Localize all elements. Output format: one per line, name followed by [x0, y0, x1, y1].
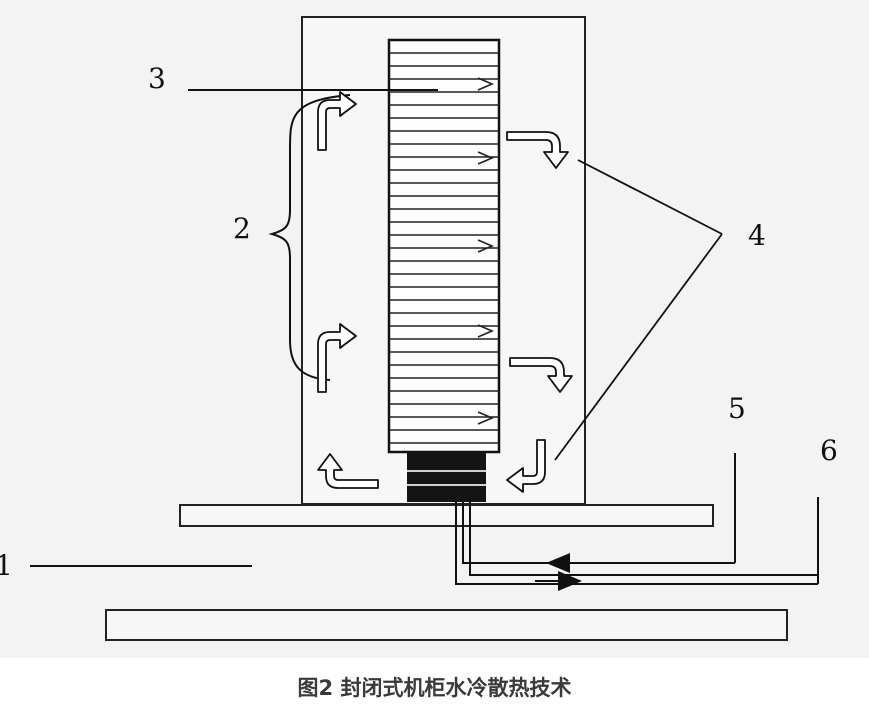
label-5: 5: [728, 392, 746, 425]
hollow-arrow-icon: [317, 453, 379, 489]
label-3: 3: [148, 62, 166, 95]
floor-plate: [105, 609, 788, 641]
figure-panel: 1 2 3 4 5 6: [0, 0, 869, 658]
label-4: 4: [748, 219, 766, 252]
label-2: 2: [233, 212, 251, 245]
hollow-arrow-icon: [509, 357, 573, 393]
hollow-arrow-icon: [317, 323, 357, 393]
base-plate: [179, 504, 714, 527]
pump-block: [407, 452, 486, 502]
hollow-arrow-icon: [506, 131, 569, 169]
internal-flow-arrow: [477, 324, 495, 338]
hollow-arrow-icon: [506, 439, 546, 493]
hollow-arrow-icon: [317, 91, 357, 151]
radiator-fins: [389, 52, 499, 444]
label-6: 6: [820, 434, 838, 467]
figure-caption: 图2 封闭式机柜水冷散热技术: [297, 676, 572, 700]
airflow-arrows: [317, 91, 573, 493]
radiator-stack: [387, 38, 501, 454]
brace-2: [268, 94, 351, 381]
diagram-canvas: 1 2 3 4 5 6: [0, 16, 838, 641]
internal-flow-arrow: [477, 77, 495, 91]
label-1: 1: [0, 549, 13, 582]
internal-flow-arrow: [477, 411, 495, 425]
internal-flow-arrow: [477, 151, 495, 165]
leader-lines-4: [554, 159, 723, 461]
internal-flow-arrow: [477, 239, 495, 253]
